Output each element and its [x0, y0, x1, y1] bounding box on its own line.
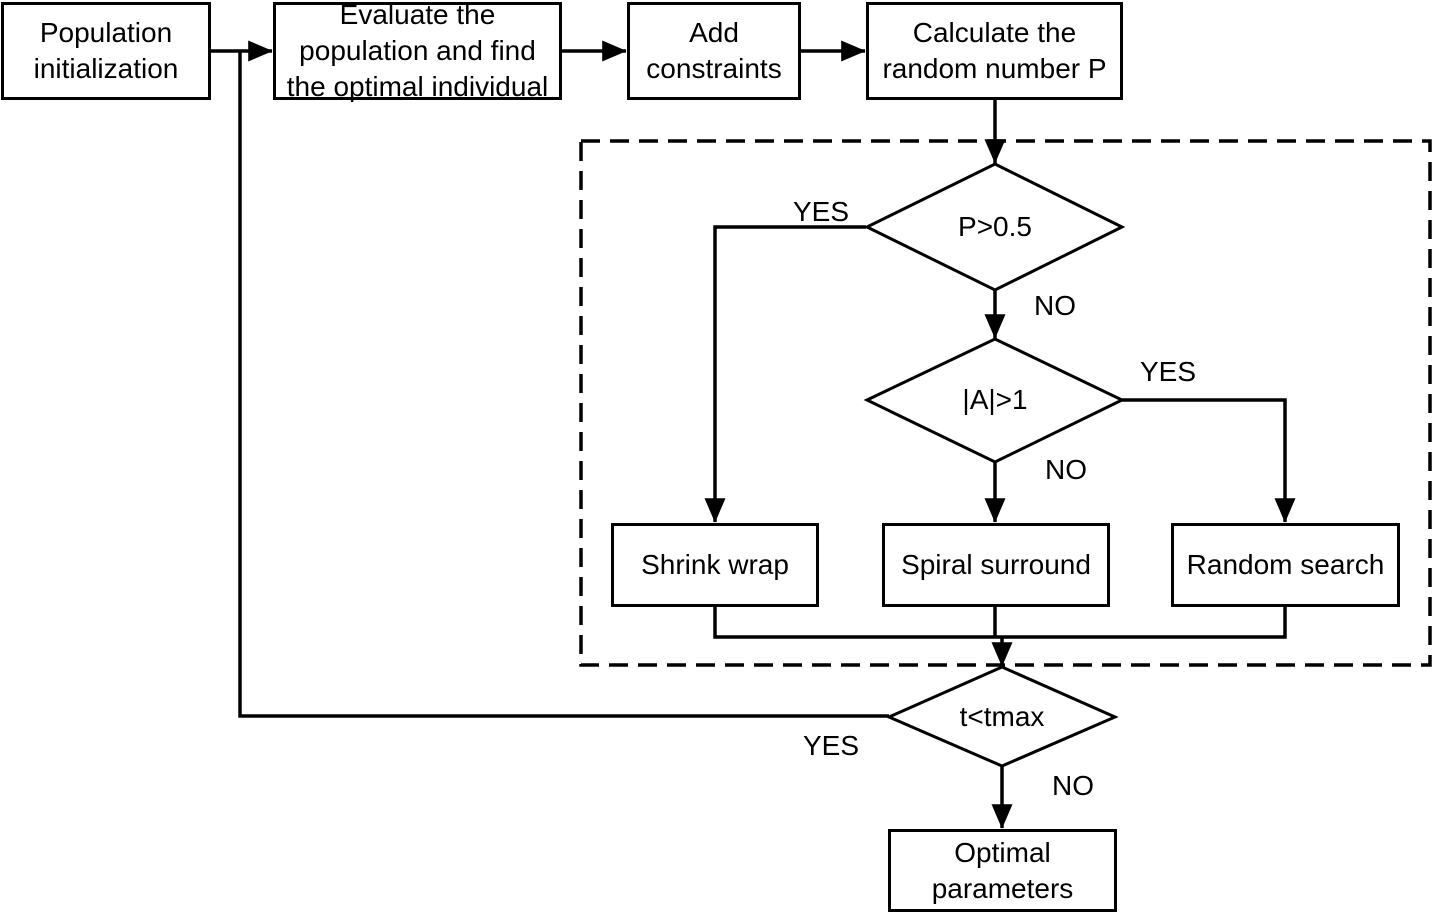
branch-label-a-yes: YES: [1139, 356, 1197, 387]
connector-shrink-to-merge: [713, 607, 1002, 639]
node-spiral-surround: Spiral surround: [882, 523, 1110, 607]
connector-decision-t-yes-loopback: [238, 51, 889, 718]
node-evaluate-population: Evaluate the population and find the opt…: [273, 0, 562, 102]
connector-randomsearch-to-merge: [1002, 607, 1287, 639]
node-random-search: Random search: [1171, 523, 1400, 607]
branch-label-p-no: NO: [1034, 290, 1076, 321]
node-optimal-parameters: Optimal parameters: [888, 829, 1117, 912]
branch-label-t-yes: YES: [802, 730, 860, 761]
decision-a-label: |A|>1: [962, 384, 1028, 415]
decision-p-label: P>0.5: [958, 211, 1032, 242]
decision-t-label: t<tmax: [959, 701, 1045, 732]
branch-label-a-no: NO: [1045, 454, 1087, 485]
node-calculate-random-p: Calculate the random number P: [866, 2, 1123, 100]
node-population-initialization: Population initialization: [1, 2, 211, 100]
dashed-iteration-region: [579, 139, 1432, 667]
arrow-decision-a-yes-to-randomsearch: [1122, 398, 1296, 523]
node-shrink-wrap: Shrink wrap: [611, 523, 819, 607]
branch-label-t-no: NO: [1052, 770, 1094, 801]
branch-label-p-yes: YES: [792, 196, 850, 227]
arrow-decision-p-yes-to-shrink: [704, 225, 866, 523]
node-add-constraints: Add constraints: [627, 2, 801, 100]
